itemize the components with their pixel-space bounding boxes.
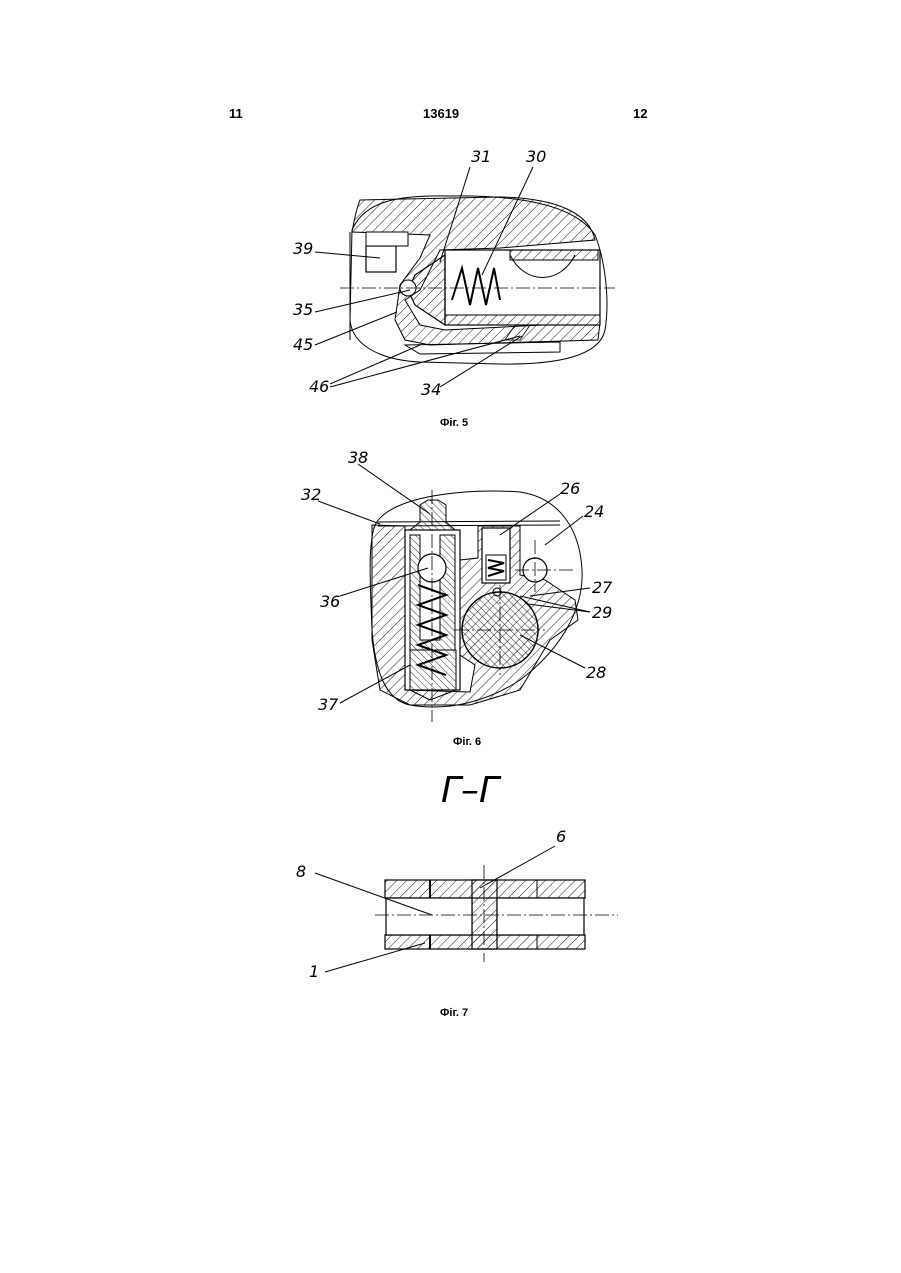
label-32: 32 [301,485,321,504]
label-6: 6 [556,827,566,846]
label-8: 8 [296,862,306,881]
label-26: 26 [560,479,580,498]
label-38: 38 [348,448,368,467]
label-37: 37 [318,695,339,714]
label-45: 45 [293,335,313,354]
label-24: 24 [584,502,604,521]
figure-7 [315,846,618,972]
label-29: 29 [592,603,612,622]
figure-6-caption: Фіг. 6 [453,736,481,748]
figure-5 [315,167,615,387]
label-46: 46 [309,377,329,396]
figure-6 [318,464,590,722]
label-39: 39 [293,239,313,258]
label-36: 36 [320,592,340,611]
label-1: 1 [309,962,319,981]
figure-5-caption: Фіг. 5 [440,417,468,429]
label-35: 35 [293,300,313,319]
figure-7-caption: Фіг. 7 [440,1007,468,1019]
section-title: Г–Г [441,770,502,811]
label-31: 31 [471,147,491,166]
label-27: 27 [592,578,613,597]
label-28: 28 [586,663,606,682]
label-30: 30 [526,147,546,166]
label-34: 34 [421,380,441,399]
